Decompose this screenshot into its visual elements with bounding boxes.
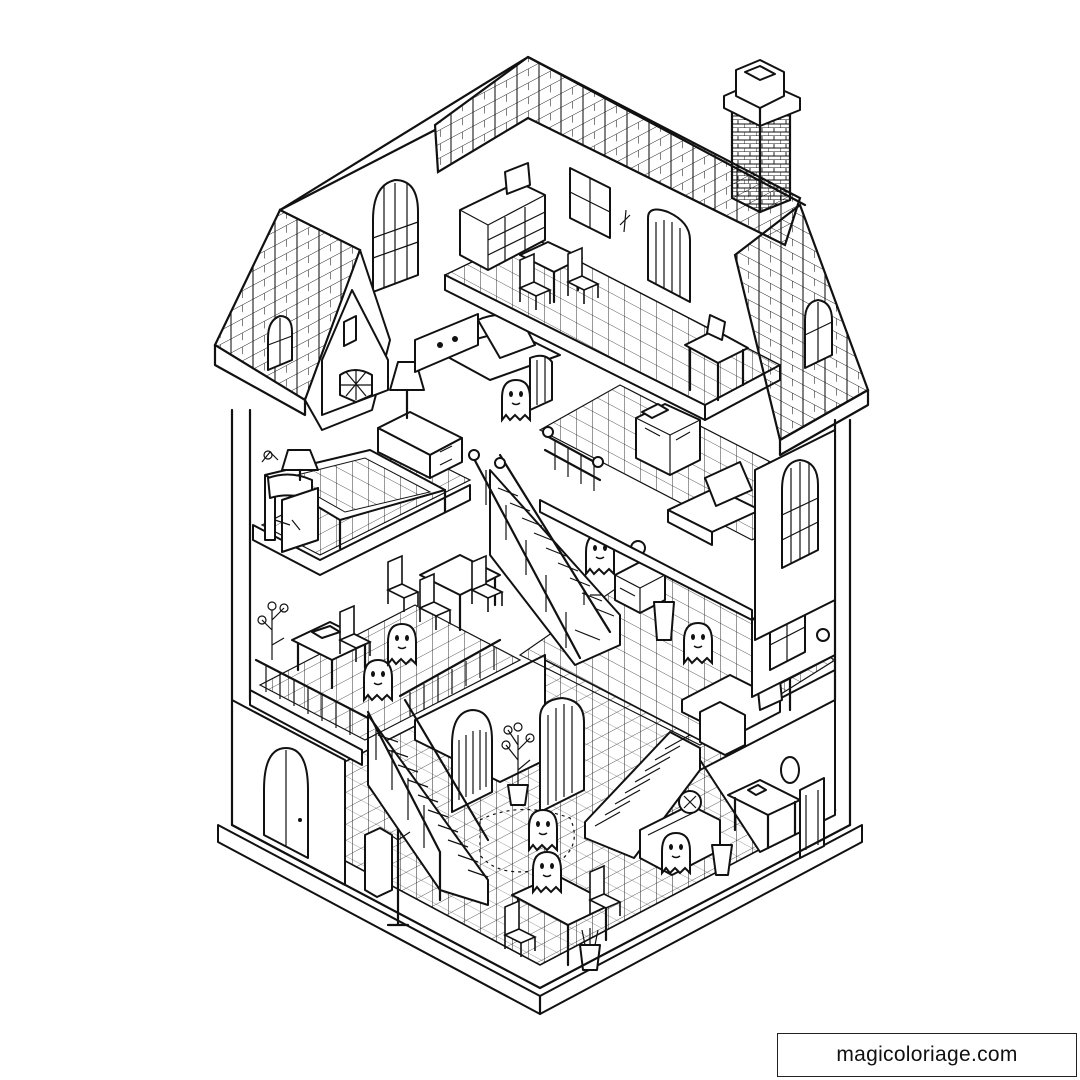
bed-right	[668, 462, 760, 545]
railing-middle	[543, 427, 603, 491]
middle-staircase	[469, 450, 620, 665]
house-foundation	[218, 825, 862, 1014]
dining-table-back	[387, 555, 503, 630]
attic-window-left	[373, 180, 418, 292]
roof-left-window	[268, 316, 292, 370]
desk-with-lamp	[728, 780, 800, 848]
kitchen-cabinet	[636, 404, 700, 475]
wall-decor-left	[262, 451, 300, 530]
attic-door	[648, 210, 690, 302]
bedside-table	[378, 362, 462, 478]
grandfather-clock	[800, 778, 824, 858]
window-right-upper	[782, 460, 818, 568]
dining-table-left	[292, 605, 370, 688]
roof-left	[215, 210, 390, 430]
attic-window-back	[570, 168, 610, 238]
dormer-left	[322, 290, 388, 415]
wall-mirror	[781, 757, 799, 783]
railing-left	[256, 640, 500, 735]
watermark-text: magicoloriage.com	[836, 1043, 1018, 1066]
roof-right	[735, 205, 868, 640]
chimney	[724, 60, 800, 212]
cabinet-ground	[365, 828, 392, 897]
bucket	[654, 602, 674, 640]
potted-plant-left	[258, 602, 288, 660]
roof-right-window	[805, 300, 832, 368]
bookshelf	[460, 163, 545, 270]
second-floor-furniture	[258, 541, 835, 755]
ground-staircase-left	[368, 700, 488, 905]
roof-top	[280, 57, 805, 245]
attic-table	[520, 242, 599, 311]
potted-plant	[502, 723, 534, 805]
attic-desk-right	[685, 315, 748, 400]
trash-can	[712, 845, 732, 875]
lamp-left	[282, 450, 318, 480]
watermark-box: magicoloriage.com	[777, 1033, 1077, 1077]
